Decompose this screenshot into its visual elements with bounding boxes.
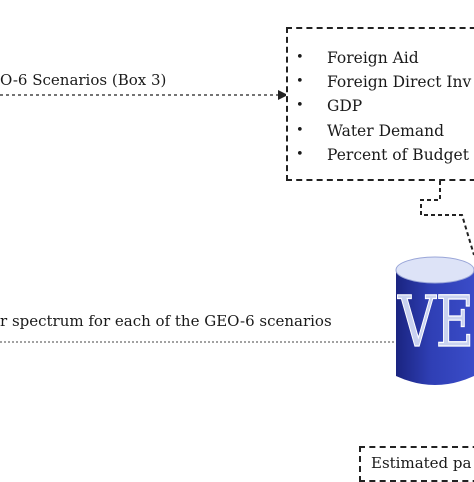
bullet-icon: • — [296, 98, 304, 114]
cylinder-top — [395, 256, 474, 284]
estimated-box: Estimated pa — [359, 446, 474, 482]
indicator-box: • Foreign Aid • Foreign Direct Inv • GDP… — [286, 27, 474, 181]
bullet-icon: • — [296, 122, 304, 138]
indicator-item: • GDP — [288, 94, 474, 118]
indicator-text: Water Demand — [327, 121, 445, 140]
indicator-text: GDP — [327, 97, 363, 116]
indicator-text: Foreign Direct Inv — [327, 73, 472, 92]
indicator-item: • Foreign Aid — [288, 46, 474, 70]
scenarios-label: O-6 Scenarios (Box 3) — [0, 71, 167, 89]
bullet-icon: • — [296, 74, 304, 90]
indicator-text: Percent of Budget — [327, 145, 469, 164]
cylinder-body — [396, 270, 474, 385]
database-cylinder-logo: VE — [395, 256, 474, 385]
indicator-item: • Percent of Budget — [288, 143, 474, 167]
spectrum-label: r spectrum for each of the GEO-6 scenari… — [0, 312, 332, 330]
scenarios-arrow-head — [278, 90, 288, 100]
bullet-icon: • — [296, 146, 304, 162]
indicator-item: • Water Demand — [288, 119, 474, 143]
logo-text: VE — [397, 281, 474, 363]
indicator-list: • Foreign Aid • Foreign Direct Inv • GDP… — [288, 46, 474, 167]
indicator-item: • Foreign Direct Inv — [288, 70, 474, 94]
bullet-icon: • — [296, 50, 304, 65]
indicator-text: Foreign Aid — [327, 49, 419, 67]
box-to-logo-connector — [420, 181, 474, 256]
estimated-label: Estimated pa — [371, 454, 472, 472]
